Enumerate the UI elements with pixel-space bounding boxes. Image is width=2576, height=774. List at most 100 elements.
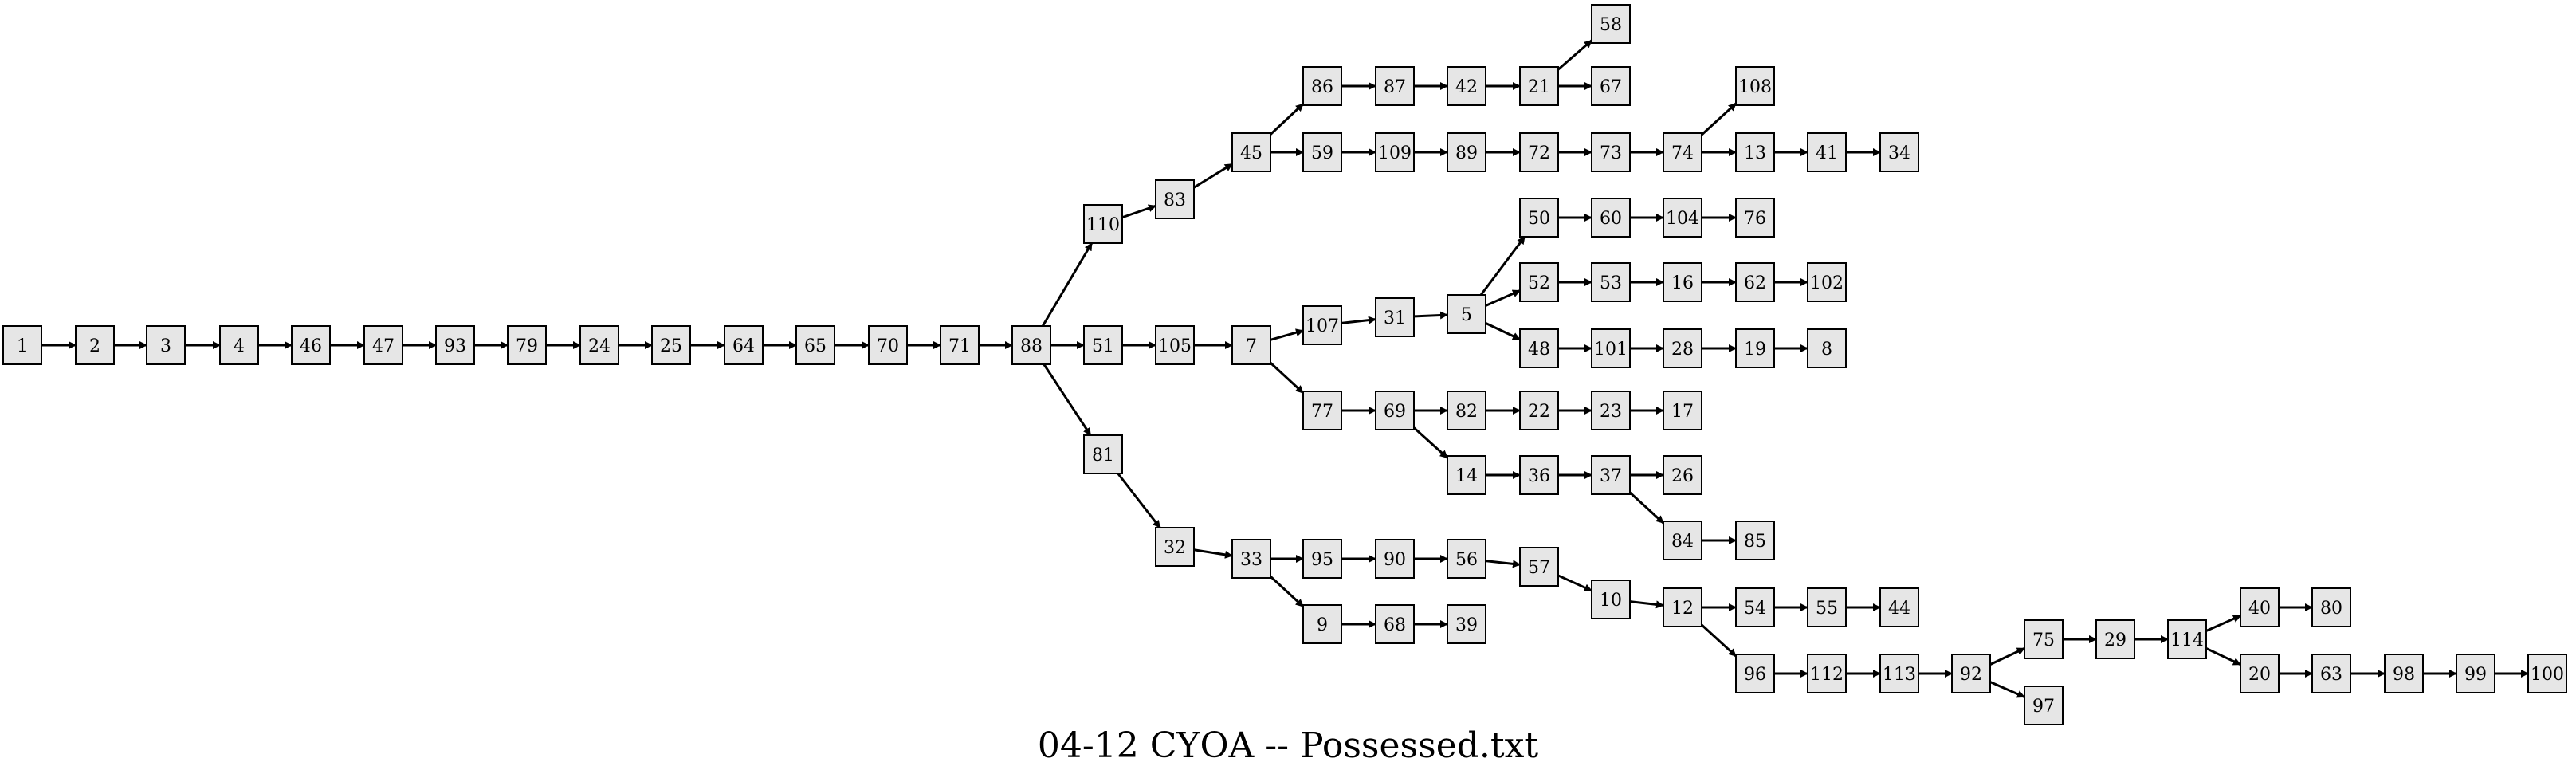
node-label: 21 <box>1528 77 1550 97</box>
node-label: 64 <box>732 336 755 356</box>
node-box <box>1591 262 1631 302</box>
node-label: 14 <box>1455 466 1478 486</box>
node-label: 19 <box>1744 340 1766 359</box>
node-60: 60 <box>1591 198 1631 238</box>
node-107: 107 <box>1302 305 1342 345</box>
node-label: 56 <box>1455 550 1478 570</box>
node-box <box>1302 604 1342 644</box>
node-box <box>1302 305 1342 345</box>
node-box <box>1375 604 1415 644</box>
node-box <box>1083 204 1123 244</box>
node-84: 84 <box>1663 521 1702 560</box>
node-2: 2 <box>75 325 115 365</box>
node-label: 10 <box>1600 591 1622 611</box>
edge-33-to-9 <box>1269 576 1305 607</box>
node-box <box>2240 587 2280 627</box>
node-label: 8 <box>1821 340 1832 359</box>
node-box <box>2311 587 2351 627</box>
node-80: 80 <box>2311 587 2351 627</box>
node-86: 86 <box>1302 66 1342 106</box>
node-20: 20 <box>2240 654 2280 693</box>
node-label: 72 <box>1528 143 1550 163</box>
node-label: 98 <box>2393 665 2415 685</box>
node-box <box>1375 132 1415 172</box>
node-box <box>651 325 691 365</box>
node-55: 55 <box>1807 587 1847 627</box>
edge-83-to-45 <box>1193 163 1233 189</box>
node-box <box>2024 686 2064 725</box>
node-box <box>1735 198 1775 238</box>
node-110: 110 <box>1083 204 1123 244</box>
edge-74-to-108 <box>1700 102 1738 136</box>
node-label: 114 <box>2170 631 2204 650</box>
node-label: 16 <box>1671 273 1694 293</box>
node-box <box>1663 521 1702 560</box>
node-114: 114 <box>2167 619 2207 659</box>
node-label: 51 <box>1092 336 1114 356</box>
node-52: 52 <box>1519 262 1559 302</box>
node-box <box>219 325 259 365</box>
node-box <box>1011 325 1051 365</box>
node-box <box>1807 654 1847 693</box>
node-box <box>1807 328 1847 368</box>
node-12: 12 <box>1663 587 1702 627</box>
edge-5-to-50 <box>1479 236 1526 296</box>
node-box <box>2095 619 2135 659</box>
node-box <box>291 325 331 365</box>
node-label: 26 <box>1671 466 1694 486</box>
node-label: 100 <box>2531 665 2564 685</box>
node-34: 34 <box>1879 132 1919 172</box>
node-100: 100 <box>2527 654 2567 693</box>
node-label: 29 <box>2104 631 2126 650</box>
edge-5-to-48 <box>1485 321 1521 341</box>
node-28: 28 <box>1663 328 1702 368</box>
node-box <box>1302 391 1342 430</box>
node-label: 95 <box>1311 550 1333 570</box>
node-label: 53 <box>1600 273 1622 293</box>
node-54: 54 <box>1735 587 1775 627</box>
node-box <box>1447 66 1486 106</box>
node-box <box>1083 325 1123 365</box>
edges <box>41 39 2529 698</box>
node-label: 113 <box>1883 665 1916 685</box>
node-box <box>1231 132 1271 172</box>
diagram-caption: 04-12 CYOA -- Possessed.txt <box>1038 725 1538 766</box>
node-box <box>2024 619 2064 659</box>
node-box <box>1375 539 1415 579</box>
node-label: 75 <box>2032 631 2055 650</box>
node-label: 45 <box>1240 143 1262 163</box>
node-box <box>1591 455 1631 495</box>
node-box <box>1735 262 1775 302</box>
node-box <box>75 325 115 365</box>
node-label: 71 <box>948 336 971 356</box>
node-label: 9 <box>1317 615 1328 635</box>
node-box <box>1807 132 1847 172</box>
node-label: 80 <box>2320 599 2342 619</box>
node-label: 12 <box>1671 599 1694 619</box>
node-92: 92 <box>1951 654 1991 693</box>
edge-57-to-10 <box>1557 574 1592 592</box>
node-98: 98 <box>2384 654 2424 693</box>
node-label: 24 <box>588 336 611 356</box>
node-label: 23 <box>1600 402 1622 422</box>
node-box <box>1375 391 1415 430</box>
node-box <box>1447 391 1486 430</box>
node-102: 102 <box>1807 262 1847 302</box>
node-label: 99 <box>2464 665 2487 685</box>
node-box <box>1951 654 1991 693</box>
node-box <box>1735 654 1775 693</box>
edge-110-to-83 <box>1121 204 1156 219</box>
node-74: 74 <box>1663 132 1702 172</box>
node-box <box>1735 66 1775 106</box>
node-112: 112 <box>1807 654 1847 693</box>
node-75: 75 <box>2024 619 2064 659</box>
node-box <box>2527 654 2567 693</box>
node-label: 101 <box>1594 340 1628 359</box>
node-label: 79 <box>516 336 538 356</box>
node-label: 57 <box>1528 558 1550 578</box>
node-box <box>2311 654 2351 693</box>
node-label: 73 <box>1600 143 1622 163</box>
node-label: 59 <box>1311 143 1333 163</box>
node-90: 90 <box>1375 539 1415 579</box>
